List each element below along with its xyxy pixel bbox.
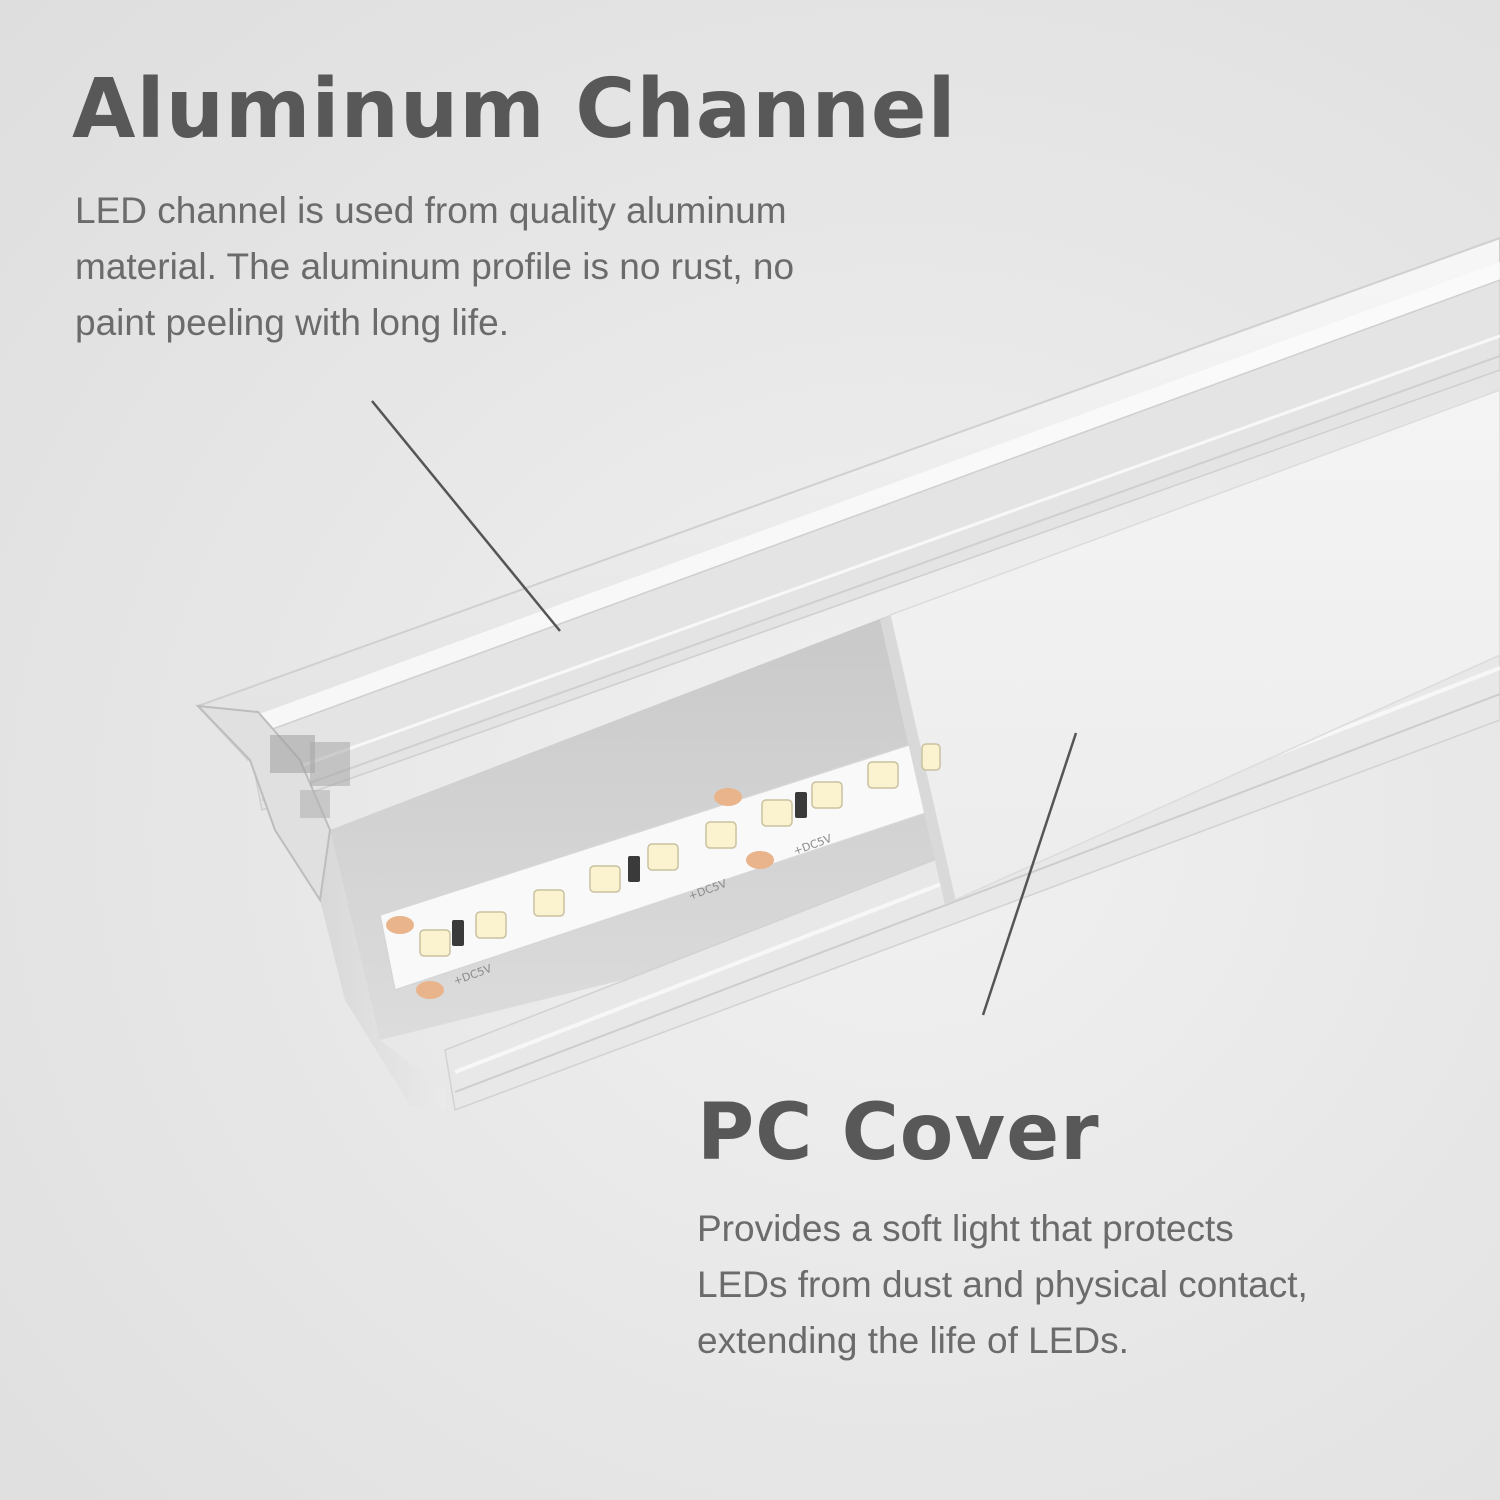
aluminum-desc-line: material. The aluminum profile is no rus…	[75, 246, 795, 287]
pc-cover-description: Provides a soft light that protects LEDs…	[697, 1201, 1457, 1369]
pc-cover-title: PC Cover	[697, 1088, 1100, 1178]
led-chips	[386, 743, 941, 999]
aluminum-callout-line	[371, 400, 561, 632]
aluminum-channel-title: Aluminum Channel	[72, 62, 957, 157]
pc-cover	[880, 389, 1500, 905]
aluminum-channel-description: LED channel is used from quality aluminu…	[75, 183, 935, 351]
aluminum-desc-line: LED channel is used from quality aluminu…	[75, 190, 787, 231]
pc-cover-callout-line	[981, 732, 1078, 1016]
aluminum-desc-line: paint peeling with long life.	[75, 302, 510, 343]
pc-desc-line: Provides a soft light that protects	[697, 1208, 1234, 1249]
pc-desc-line: extending the life of LEDs.	[697, 1320, 1129, 1361]
pc-desc-line: LEDs from dust and physical contact,	[697, 1264, 1308, 1305]
